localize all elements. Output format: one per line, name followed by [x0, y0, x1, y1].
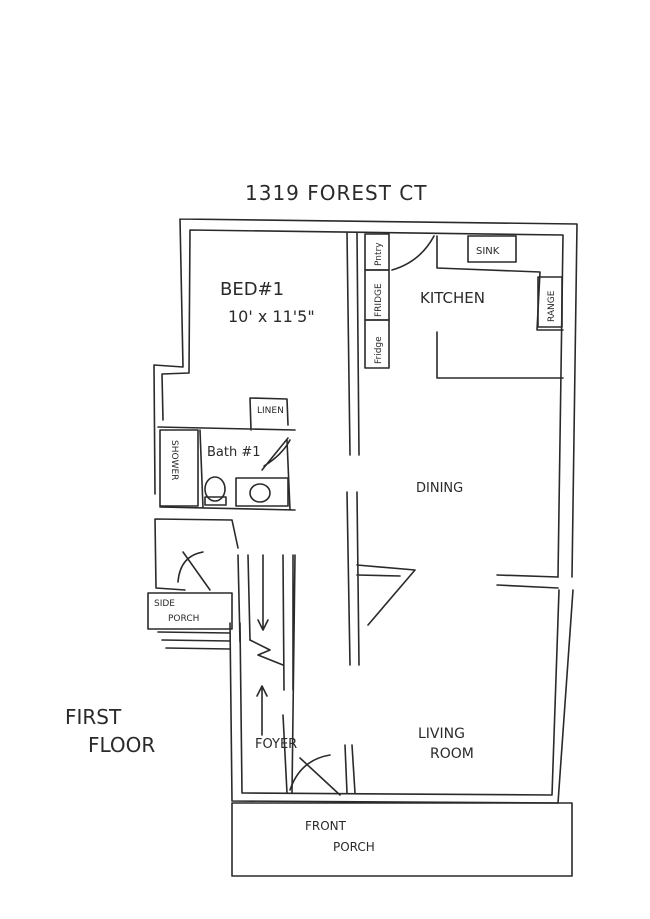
hallway-walls [237, 554, 296, 794]
dining-label: DINING [416, 481, 463, 496]
vanity [235, 477, 289, 507]
dining-partition [346, 491, 416, 666]
side-porch [147, 592, 233, 630]
fridge-label-bottom: Fridge [374, 336, 384, 364]
side-porch-label-1: SIDE [154, 599, 175, 609]
bath-sink-icon [249, 483, 271, 503]
fridge-label-top: FRIDGE [374, 283, 384, 317]
toilet-tank-icon [204, 496, 227, 506]
kitchen-counter-top [436, 235, 564, 331]
side-porch-steps [157, 631, 231, 650]
foyer-door-swing [289, 754, 341, 796]
shower-label: SHOWER [169, 440, 179, 480]
living-room-label-2: ROOM [430, 746, 474, 762]
pantry-label: Pntry [374, 242, 384, 266]
bedroom-east-wall [346, 232, 360, 456]
living-east-wall-break [496, 574, 559, 589]
stair-arrow-down [257, 554, 269, 631]
bed1-label: BED#1 [220, 279, 284, 300]
floor-label-first: FIRST [65, 705, 122, 729]
side-porch-label-2: PORCH [168, 614, 199, 624]
shower [159, 429, 199, 507]
toilet-icon [204, 476, 226, 502]
living-room-label-1: LIVING [418, 726, 465, 742]
front-porch [231, 802, 573, 877]
sink-label: SINK [476, 246, 500, 257]
bath-walls [157, 397, 296, 511]
outer-wall [153, 218, 578, 804]
linen-label: LINEN [257, 406, 284, 416]
foyer-wall [344, 744, 356, 794]
stair-arrow-up [256, 685, 268, 736]
side-door-swing [177, 551, 211, 591]
bath1-label: Bath #1 [207, 445, 261, 460]
front-porch-label-2: PORCH [333, 840, 375, 854]
address-title: 1319 FOREST CT [245, 181, 428, 205]
kitchen-peninsula [436, 331, 564, 379]
front-porch-label-1: FRONT [305, 819, 347, 833]
kitchen-door-swing [391, 235, 435, 271]
kitchen-sink [467, 235, 517, 263]
kitchen-label: KITCHEN [420, 289, 485, 307]
bath-door-swing [261, 437, 291, 471]
range [537, 276, 563, 328]
foyer-label: FOYER [255, 737, 297, 752]
outer-wall-inner [161, 229, 564, 796]
fridge [364, 319, 390, 369]
floor-label-floor: FLOOR [88, 733, 155, 757]
bed1-dims: 10' x 11'5" [228, 307, 315, 326]
stair-break [249, 639, 284, 666]
range-label: RANGE [547, 290, 557, 322]
